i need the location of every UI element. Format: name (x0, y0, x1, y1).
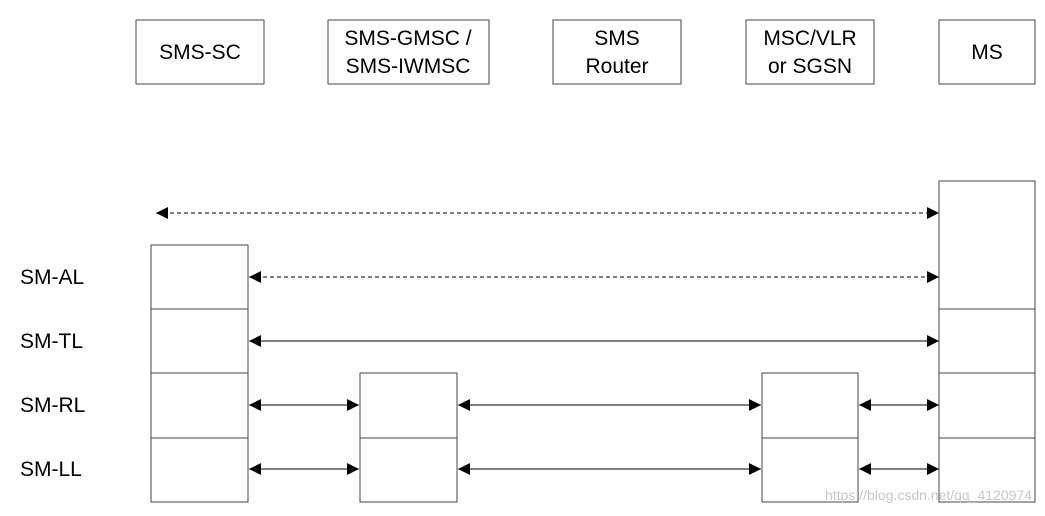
node-msc-vlr-label-line1: MSC/VLR (763, 27, 856, 50)
node-ms-box (938, 19, 1036, 85)
stack-sms-sc-al (150, 244, 249, 310)
node-sms-router-label-line1: SMS (594, 27, 640, 50)
layer-label-sm-tl: SM-TL (20, 330, 83, 353)
node-msc-vlr-label-line2: or SGSN (768, 55, 852, 78)
stack-ms-tl (938, 308, 1036, 374)
node-sms-router-label-line2: Router (585, 55, 648, 78)
stack-sms-gmsc-ll (359, 437, 458, 503)
node-sms-gmsc-label-line2: SMS-IWMSC (346, 55, 471, 78)
layer-label-sm-rl: SM-RL (20, 394, 85, 417)
stack-ms-ll (938, 437, 1036, 503)
node-msc-vlr-box (745, 19, 875, 85)
layer-label-sm-ll: SM-LL (20, 458, 82, 481)
stack-msc-vlr (761, 372, 859, 503)
stack-msc-vlr-rl (761, 372, 859, 439)
node-sms-sc-box (135, 19, 265, 85)
layer-label-sm-al: SM-AL (20, 266, 84, 289)
watermark-text: https://blog.csdn.net/qq_4120974 (825, 487, 1032, 503)
stack-ms (938, 180, 1036, 503)
node-sms-router: SMS Router (552, 19, 682, 85)
node-sms-sc: SMS-SC (135, 19, 265, 85)
node-sms-gmsc-label-line1: SMS-GMSC / (344, 27, 471, 50)
stack-ms-al (938, 180, 1036, 310)
stack-sms-gmsc (359, 372, 458, 503)
node-ms: MS (938, 19, 1036, 85)
node-sms-router-box (552, 19, 682, 85)
stack-sms-sc-rl (150, 372, 249, 439)
node-msc-vlr: MSC/VLR or SGSN (745, 19, 875, 85)
stack-sms-sc-tl (150, 308, 249, 374)
node-sms-gmsc-box (327, 19, 490, 85)
node-sms-sc-label: SMS-SC (159, 41, 241, 64)
node-ms-label: MS (971, 41, 1003, 64)
stack-sms-sc (150, 244, 249, 503)
node-sms-gmsc: SMS-GMSC / SMS-IWMSC (327, 19, 490, 85)
stack-sms-gmsc-rl (359, 372, 458, 439)
stack-sms-sc-ll (150, 437, 249, 503)
stack-msc-vlr-ll (761, 437, 859, 503)
stack-ms-rl (938, 372, 1036, 439)
